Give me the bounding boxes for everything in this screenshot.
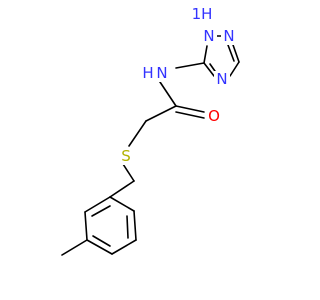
bond-ring-inner-2: [92, 235, 111, 247]
carbonyl-o-label: O: [208, 107, 220, 125]
bond-ring-c4-c5: [111, 239, 137, 255]
triazole-n4-label: N: [216, 70, 227, 88]
bond-ch2-s: [128, 120, 147, 147]
bond-c-o-double-b: [175, 111, 205, 119]
bonds: [61, 35, 240, 256]
triazole-n1-label: N: [203, 27, 214, 45]
bond-benzyl-ch2-ring: [109, 180, 135, 198]
bond-c-o-double-a: [175, 105, 205, 113]
bond-carbonyl-c-n: [157, 78, 177, 107]
bond-triazole-n4-c5: [229, 61, 240, 77]
bond-ring-c2-c3: [84, 211, 88, 241]
bond-ring-c1-c2: [84, 196, 111, 213]
atom-labels: N H O S 1H N N N: [118, 5, 237, 165]
bond-triazole-c3-n4: [203, 62, 215, 77]
triazole-nh-label: 1H: [192, 5, 213, 23]
bond-carbonyl-c-ch2: [145, 105, 177, 122]
bond-n-triazole-c3: [175, 62, 205, 69]
amide-n-label: N: [156, 64, 167, 82]
amide-h-label: H: [142, 64, 153, 82]
bond-ring-inner-3: [126, 215, 129, 239]
bond-ring-c3-c4: [86, 239, 113, 255]
bond-ring-methyl: [61, 239, 88, 256]
molecule-structure: N H O S 1H N N N: [61, 5, 240, 256]
bond-ring-c5-c6: [133, 210, 137, 241]
bond-ring-c6-c1: [109, 196, 135, 212]
thioether-s-label: S: [121, 147, 131, 165]
triazole-n2-label: N: [223, 27, 234, 45]
bond-s-benzyl-ch2: [122, 163, 135, 182]
bond-triazole-c5-n1-double-a: [231, 41, 240, 63]
bond-triazole-c3-n2: [203, 45, 208, 64]
bond-ring-inner-1: [91, 205, 111, 217]
bond-triazole-c5-n1-double-b: [227, 44, 235, 62]
